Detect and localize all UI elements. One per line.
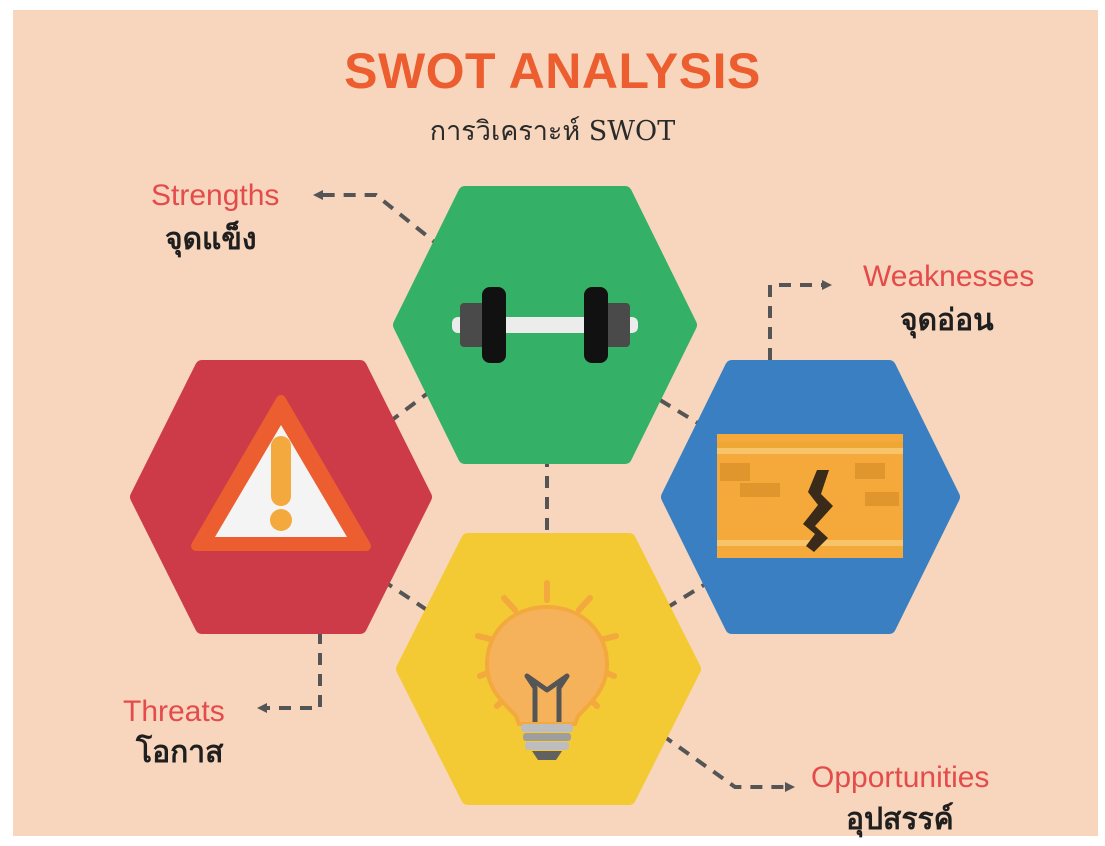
threats-label-th: โอกาส	[136, 735, 224, 770]
label-arrows	[257, 190, 832, 792]
dumbbell-icon	[452, 287, 638, 363]
threats-arrow	[257, 632, 322, 713]
threats-label-en: Threats	[123, 695, 225, 728]
threats-hexagon	[130, 360, 432, 634]
weaknesses-arrow	[768, 280, 832, 360]
wall-battlements	[717, 434, 903, 442]
connector-strengths-threats	[390, 388, 434, 422]
opportunities-hexagon	[396, 533, 701, 805]
strengths-arrow	[313, 190, 444, 250]
strengths-label-en: Strengths	[151, 179, 280, 212]
lightbulb-icon	[475, 580, 619, 760]
weaknesses-label-en: Weaknesses	[863, 260, 1035, 293]
cracked-wall-icon	[717, 434, 903, 558]
page-title: SWOT ANALYSIS	[344, 43, 761, 99]
warning-triangle-icon	[191, 395, 371, 551]
opportunities-label-th: อุปสรรค์	[846, 802, 954, 837]
opportunities-arrow	[660, 733, 795, 792]
strengths-label-th: จุดแข็ง	[165, 222, 257, 257]
strengths-hexagon	[393, 186, 697, 464]
weaknesses-hexagon	[661, 360, 960, 634]
opportunities-label-en: Opportunities	[811, 761, 990, 794]
weaknesses-label-th: จุดอ่อน	[900, 303, 994, 338]
connector-threats-opportunities	[380, 578, 432, 614]
page-subtitle: การวิเคราะห์ SWOT	[429, 116, 676, 147]
